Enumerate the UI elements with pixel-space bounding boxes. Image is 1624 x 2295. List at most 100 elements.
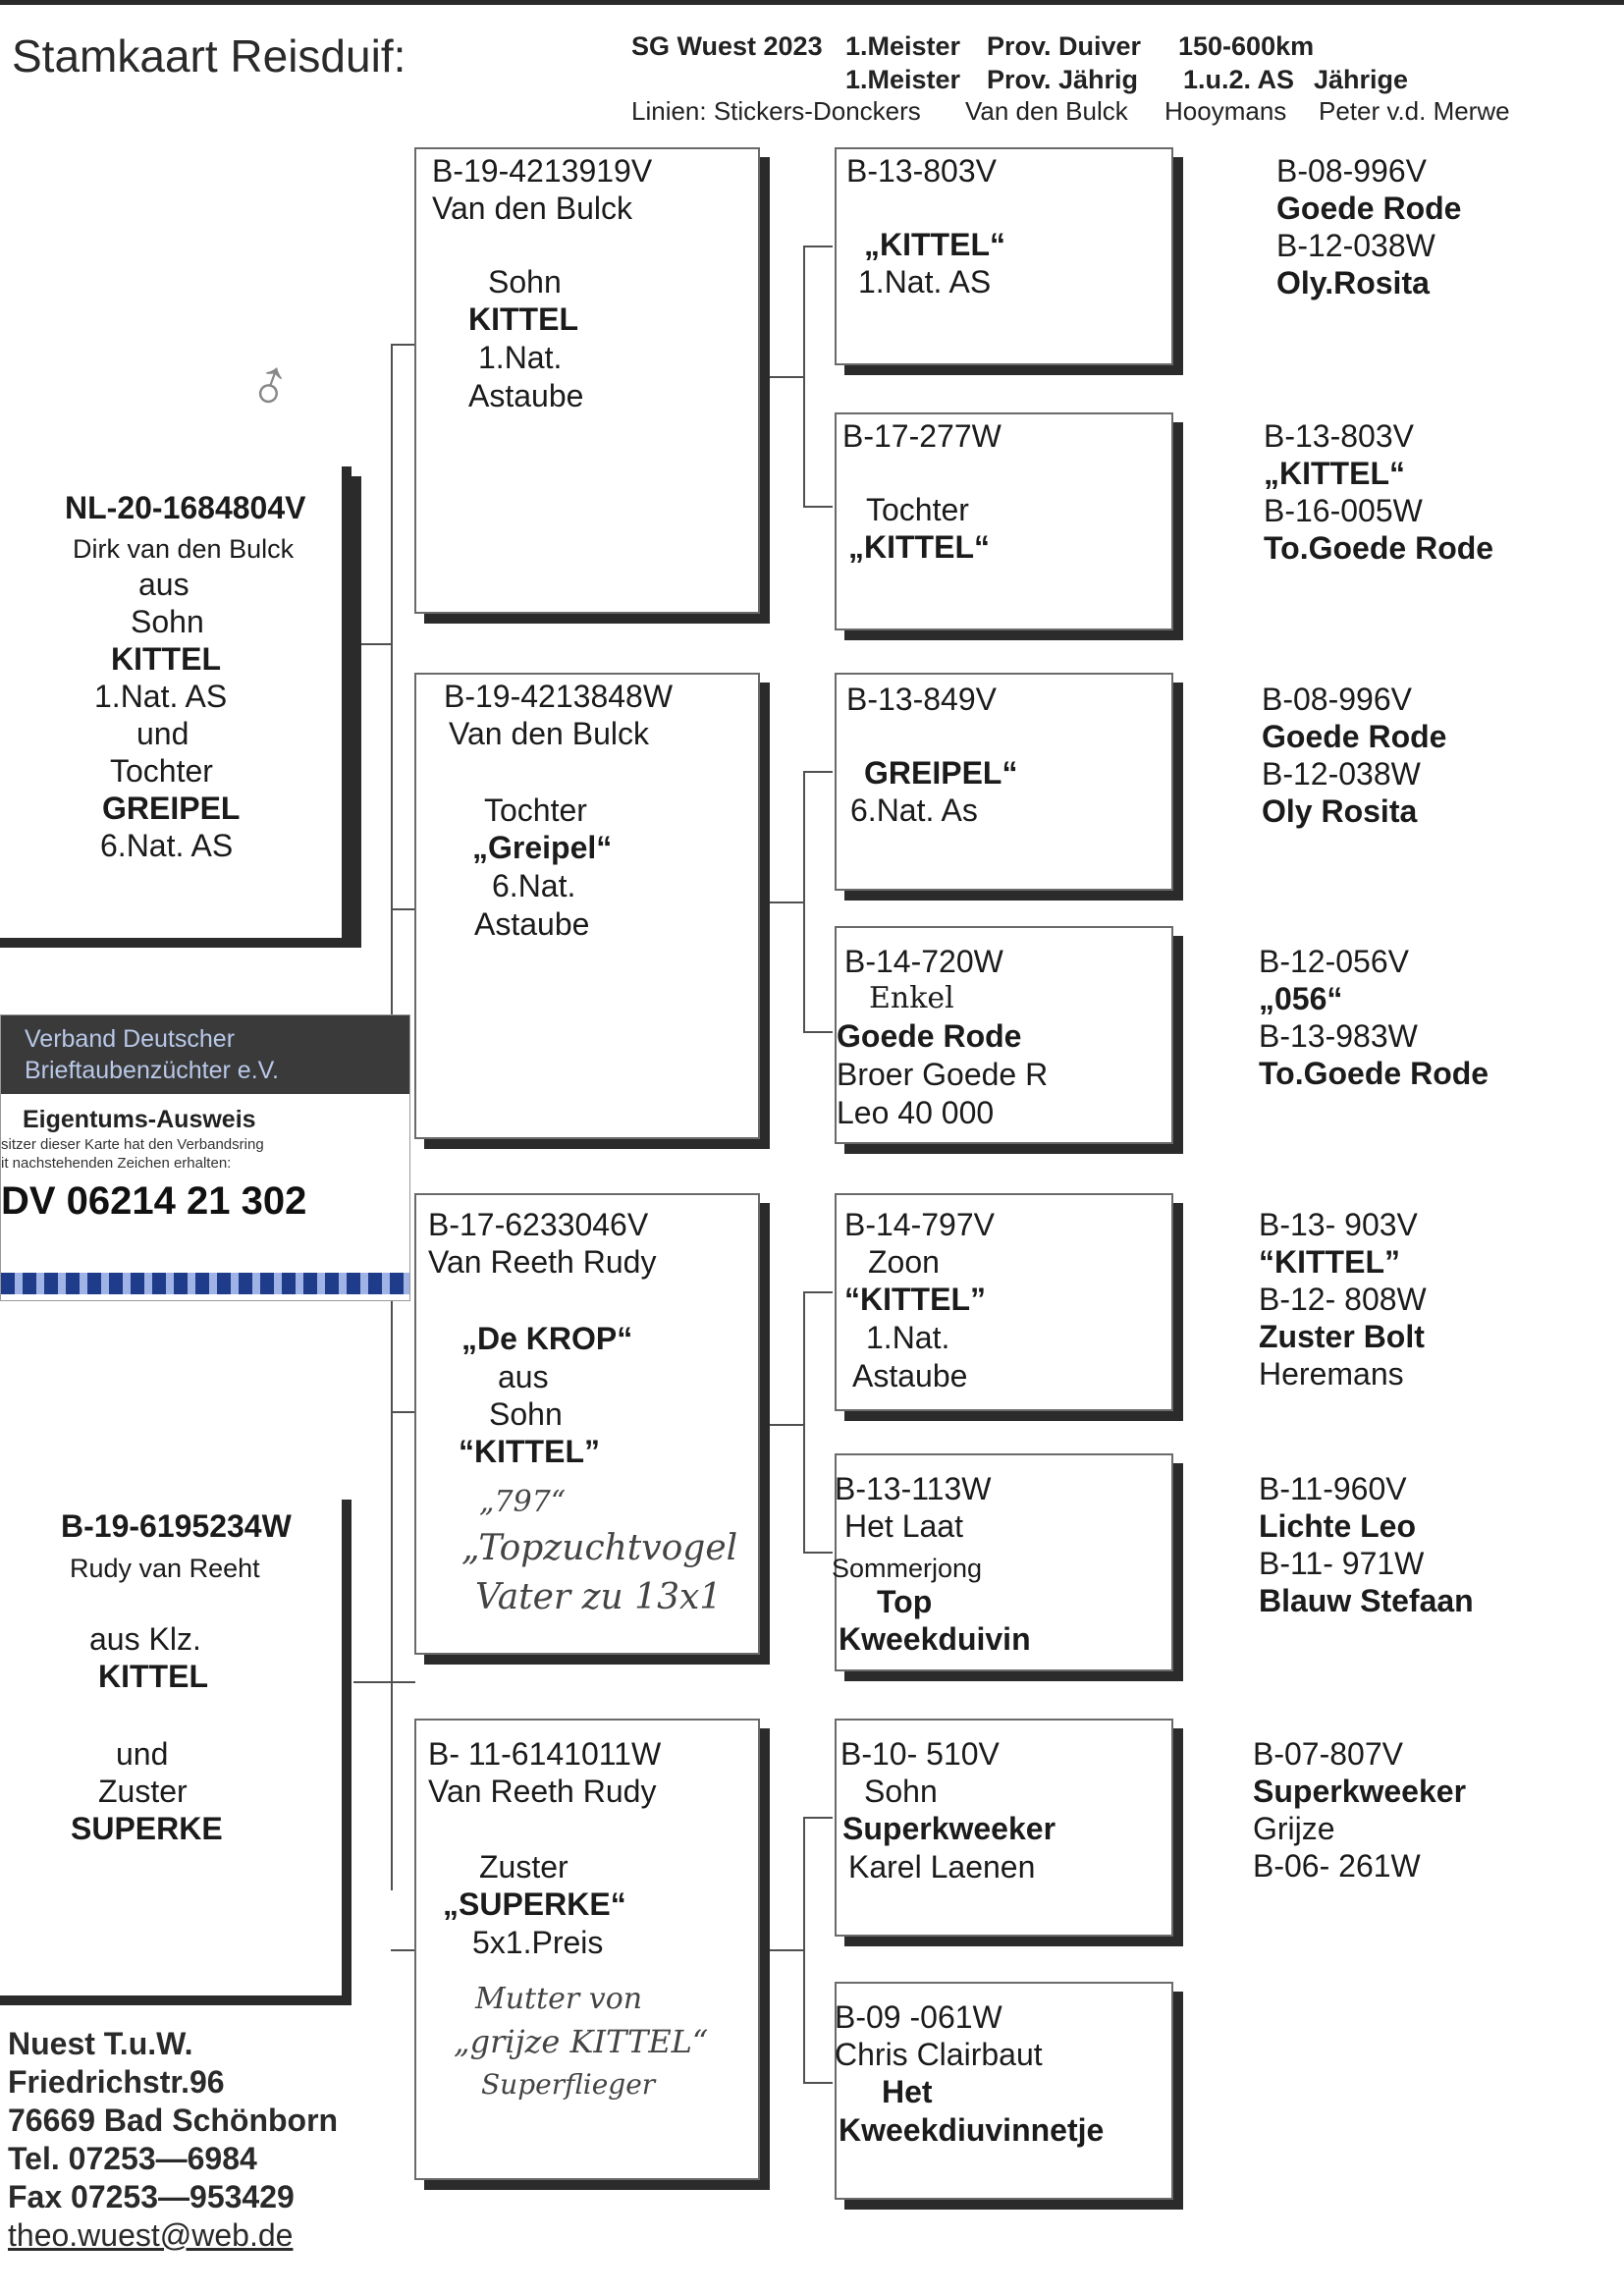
- gen1-1-ring: B-19-4213919V: [432, 153, 653, 189]
- gen3-5-name-mother: Zuster Bolt: [1259, 1319, 1425, 1354]
- gen2-7-line-2: Superkweeker: [842, 1811, 1056, 1846]
- divider-left: [0, 936, 353, 940]
- gen3-6-ring-father: B-11-960V: [1259, 1471, 1407, 1506]
- gen1-2-ring: B-19-4213848W: [444, 679, 674, 714]
- gen3-1-ring-father: B-08-996V: [1276, 153, 1427, 189]
- gen2-1-line-2: 1.Nat. AS: [858, 264, 992, 300]
- gen2-box-5: [835, 1193, 1173, 1411]
- gen1-4-line-2: „SUPERKE“: [443, 1886, 626, 1922]
- mother-breeder: Rudy van Reeht: [70, 1554, 260, 1583]
- gen1-1-line-2: KITTEL: [468, 301, 578, 337]
- gen1-4-breeder: Van Reeth Rudy: [428, 1774, 657, 1809]
- contact-city: 76669 Bad Schönborn: [8, 2103, 339, 2138]
- gen1-3-line-3: Sohn: [489, 1396, 563, 1432]
- gen3-group-6: B-11-960V Lichte Leo B-11- 971W Blauw St…: [1259, 1470, 1474, 1619]
- gen2-box-2: [835, 412, 1173, 630]
- contact-fax: Fax 07253—953429: [8, 2179, 295, 2214]
- header-category-2: Prov. Jährig: [987, 65, 1139, 94]
- gen2-6-line-3: Top: [877, 1584, 933, 1619]
- connector-mother-top: [391, 1411, 415, 1413]
- gen3-3-ring-father: B-08-996V: [1262, 682, 1412, 717]
- card-header: Verband Deutscher Brieftaubenzüchter e.V…: [1, 1015, 409, 1094]
- pigeon-line-7: GREIPEL: [102, 791, 241, 826]
- gen2-6-ring: B-13-113W: [835, 1471, 992, 1506]
- card-title: Eigentums-Ausweis: [23, 1106, 256, 1133]
- header-distance: 150-600km: [1178, 31, 1315, 61]
- gen1-4-note-3: Superflieger: [481, 2068, 656, 2101]
- connector-g1-4: [803, 1817, 805, 2082]
- connector-father-bottom: [391, 908, 415, 910]
- gen2-box-3: [835, 673, 1173, 891]
- gen3-5-extra: Heremans: [1259, 1356, 1404, 1392]
- gen3-1-ring-mother: B-12-038W: [1276, 228, 1435, 263]
- gen1-2-line-3: 6.Nat.: [492, 868, 576, 903]
- gen3-3-ring-mother: B-12-038W: [1262, 756, 1421, 792]
- gen3-7-name-father: Superkweeker: [1253, 1774, 1467, 1809]
- pigeon-ring: NL-20-1684804V: [65, 490, 306, 525]
- gen1-2-line-4: Astaube: [474, 906, 590, 942]
- contact-phone: Tel. 07253—6984: [8, 2141, 257, 2176]
- lines-label: Linien: Stickers-Donckers: [631, 96, 921, 126]
- gen3-4-name-father: „056“: [1259, 981, 1343, 1016]
- gen2-4-ring: B-14-720W: [844, 944, 1003, 979]
- gen2-7-line-3: Karel Laenen: [848, 1849, 1036, 1885]
- gen1-4-line-1: Zuster: [479, 1849, 568, 1885]
- pigeon-line-3: KITTEL: [111, 641, 221, 677]
- gen3-4-ring-mother: B-13-983W: [1259, 1018, 1418, 1054]
- gen2-3-line-2: 6.Nat. As: [850, 792, 978, 828]
- line-hooymans: Hooymans: [1164, 96, 1287, 126]
- gen2-3-line-1: GREIPEL“: [864, 755, 1018, 791]
- gen1-3-note-1: „797“: [479, 1485, 567, 1519]
- male-symbol-icon: ♂: [232, 342, 309, 432]
- gen2-box-8: [835, 1982, 1173, 2200]
- gen2-4-line-1: Enkel: [869, 981, 954, 1015]
- mother-line-5: Zuster: [98, 1774, 188, 1809]
- ownership-card: Verband Deutscher Brieftaubenzüchter e.V…: [0, 1014, 410, 1301]
- connector-g1-2: [803, 771, 805, 1031]
- gen3-7-ring-mother: B-06- 261W: [1253, 1848, 1421, 1884]
- header-as: 1.u.2. AS: [1183, 65, 1295, 94]
- gen1-box-4: [414, 1719, 760, 2180]
- gen1-3-line-2: aus: [498, 1359, 549, 1394]
- gen2-2-line-2: „KITTEL“: [848, 529, 990, 565]
- page-title: Stamkaart Reisduif:: [12, 30, 406, 82]
- card-ring-number: DV 06214 21 302: [1, 1179, 307, 1223]
- card-text-2: it nachstehenden Zeichen erhalten:: [1, 1155, 232, 1172]
- card-org-2: Brieftaubenzüchter e.V.: [25, 1057, 279, 1084]
- gen3-6-ring-mother: B-11- 971W: [1259, 1546, 1425, 1581]
- connector-root-mother: [353, 1681, 393, 1683]
- pigeon-line-6: Tochter: [110, 753, 213, 789]
- gen1-2-breeder: Van den Bulck: [449, 716, 649, 751]
- gen1-box-1: [414, 147, 760, 614]
- gen3-5-ring-mother: B-12- 808W: [1259, 1282, 1427, 1317]
- gen3-7-ring-father: B-07-807V: [1253, 1736, 1403, 1772]
- line-van-der-merwe: Peter v.d. Merwe: [1319, 96, 1510, 126]
- gen3-5-name-father: “KITTEL”: [1259, 1244, 1400, 1280]
- gen1-2-line-2: „Greipel“: [472, 830, 613, 865]
- gen2-8-line-1: Chris Clairbaut: [835, 2037, 1043, 2072]
- gen1-box-3: [414, 1193, 760, 1655]
- contact-email[interactable]: theo.wuest@web.de: [8, 2217, 294, 2253]
- header-title-2: 1.Meister: [845, 65, 961, 94]
- gen1-box-2: [414, 673, 760, 1139]
- gen1-1-line-1: Sohn: [488, 264, 562, 300]
- gen2-4-line-3: Broer Goede R: [837, 1057, 1049, 1092]
- gen2-5-line-3: 1.Nat.: [866, 1320, 950, 1355]
- pigeon-box: [0, 466, 352, 938]
- gen1-1-line-4: Astaube: [468, 378, 584, 413]
- connector-father-top: [391, 344, 415, 346]
- gen3-7-line-3: Grijze: [1253, 1811, 1335, 1846]
- card-text-1: sitzer dieser Karte hat den Verbandsring: [1, 1136, 264, 1153]
- card-org-1: Verband Deutscher: [25, 1025, 236, 1053]
- gen2-box-1: [835, 147, 1173, 365]
- gen2-1-ring: B-13-803V: [846, 153, 997, 189]
- gen1-3-note-2: „Topzuchtvogel: [461, 1528, 738, 1568]
- header-club: SG Wuest 2023: [631, 31, 823, 61]
- gen2-1-line-1: „KITTEL“: [864, 227, 1005, 262]
- gen2-7-ring: B-10- 510V: [840, 1736, 1000, 1772]
- gen3-group-4: B-12-056V „056“ B-13-983W To.Goede Rode: [1259, 943, 1489, 1092]
- connector-g1-1: [803, 246, 805, 506]
- gen3-group-5: B-13- 903V “KITTEL” B-12- 808W Zuster Bo…: [1259, 1206, 1427, 1393]
- gen2-6-line-2: Sommerjong: [832, 1554, 983, 1583]
- contact-name: Nuest T.u.W.: [8, 2026, 193, 2061]
